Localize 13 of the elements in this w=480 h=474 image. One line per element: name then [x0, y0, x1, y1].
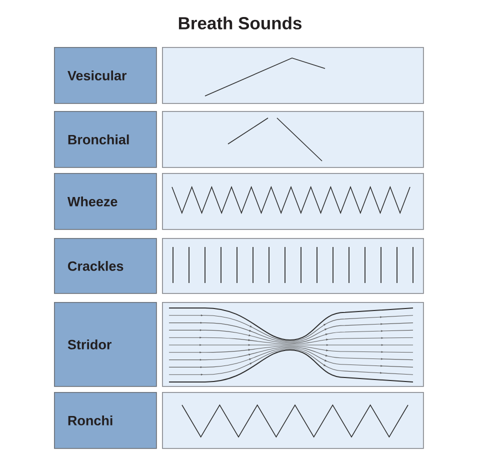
waveform-panel: [162, 392, 424, 449]
waveform-panel: [162, 238, 424, 294]
waveform-panel: [162, 111, 424, 168]
waveform-panel: [162, 302, 424, 387]
waveform-panel: [162, 47, 424, 104]
title: Breath Sounds: [178, 16, 302, 30]
label-box: Bronchial: [54, 111, 157, 168]
label-box: Crackles: [54, 238, 157, 294]
label-box: Wheeze: [54, 173, 157, 230]
label-box: Ronchi: [54, 392, 157, 449]
label-box: Vesicular: [54, 47, 157, 104]
label-box: Stridor: [54, 302, 157, 387]
waveform-panel: [162, 173, 424, 230]
